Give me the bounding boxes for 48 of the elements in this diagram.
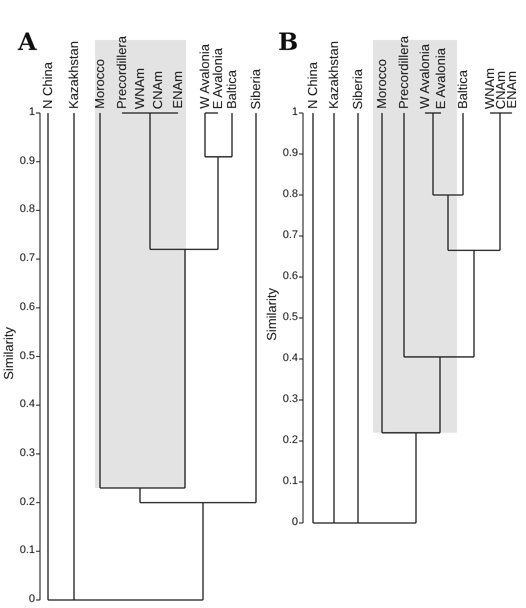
tick-label: 0.5	[20, 350, 35, 362]
tick-label: 0.2	[20, 496, 35, 508]
panel-letter: B	[278, 30, 298, 54]
leaf-label: CNAm	[494, 70, 507, 109]
leaf-label: WNAm	[483, 68, 496, 109]
tick-label: 0	[292, 517, 298, 528]
tick-label: 0.1	[282, 476, 298, 487]
leaf-label: WNAm	[133, 68, 146, 109]
tick-label: 0.8	[282, 189, 298, 200]
panel-letter: A	[18, 30, 37, 54]
leaf-label: Kazakhstan	[67, 41, 80, 109]
leaf-label: N China	[306, 62, 319, 109]
tick-label: 0.6	[20, 302, 35, 313]
leaf-label: Morocco	[93, 59, 106, 109]
leaf-label: Precordillera	[115, 36, 128, 109]
tick-label: 0.2	[282, 435, 298, 446]
leaf-label: W Avalonia	[418, 44, 431, 109]
leaf-label: Baltica	[456, 70, 469, 109]
tick-label: 0.5	[282, 312, 298, 323]
tick-label: 0	[28, 594, 35, 605]
leaf-label: E Avalonia	[434, 48, 447, 109]
tick-label: 0.6	[282, 271, 298, 282]
tick-label: 1	[28, 107, 35, 118]
leaf-label: Siberia	[249, 68, 262, 109]
leaf-label: Kazakhstan	[327, 41, 340, 109]
tick-label: 0.3	[282, 394, 298, 405]
tick-label: 0.4	[20, 399, 35, 410]
tick-label: 0.9	[282, 148, 298, 159]
tick-label: 0.8	[20, 204, 35, 216]
leaf-label: CNAm	[151, 70, 164, 109]
leaf-label: E Avalonia	[211, 48, 224, 109]
tick-label: 1	[292, 107, 298, 118]
axis-title: Similarity	[2, 326, 15, 380]
tick-label: 0.3	[20, 448, 35, 459]
leaf-label: ENAm	[505, 71, 518, 109]
tick-label: 0.7	[20, 253, 35, 264]
leaf-label: Baltica	[225, 70, 238, 109]
leaf-label: ENAm	[171, 71, 184, 109]
leaf-label: Siberia	[351, 68, 364, 109]
leaf-label: N China	[41, 62, 54, 109]
tick-label: 0.9	[20, 156, 35, 167]
tick-label: 0.4	[282, 353, 298, 364]
tick-label: 0.1	[20, 545, 35, 556]
leaf-label: Morocco	[375, 59, 388, 109]
leaf-label: W Avalonia	[198, 44, 211, 109]
tick-label: 0.7	[282, 230, 298, 241]
axis-title: Similarity	[265, 288, 278, 341]
leaf-label: Precordillera	[397, 36, 410, 109]
